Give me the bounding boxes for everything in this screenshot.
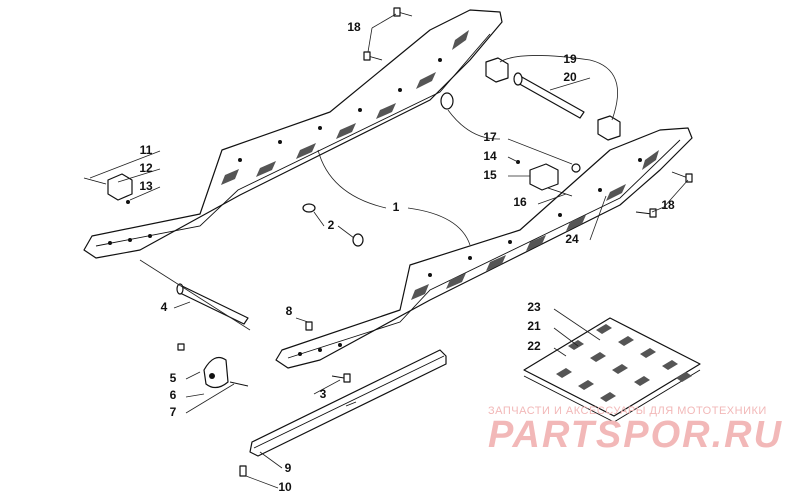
callout-c19: 19: [563, 52, 577, 66]
left-rail: [83, 9, 503, 259]
block-15: [516, 160, 581, 197]
callout-c4: 4: [161, 300, 168, 314]
callout-numbers: 1243567891011121314151617181819202122232…: [139, 20, 675, 494]
bracket-12: [83, 173, 133, 204]
callout-c1: 1: [393, 200, 400, 214]
callout-c24: 24: [565, 232, 579, 246]
callout-c17: 17: [483, 130, 497, 144]
callout-c13: 13: [139, 179, 153, 193]
callout-c11: 11: [140, 143, 153, 157]
washer-2: [302, 203, 364, 247]
callout-c9: 9: [285, 461, 292, 475]
spacer-upper: [440, 92, 454, 110]
callout-c6: 6: [170, 388, 177, 402]
callout-c7: 7: [170, 405, 177, 419]
callout-c21: 21: [527, 319, 541, 333]
bolt-18-upper: [363, 7, 413, 61]
callout-c16: 16: [513, 195, 527, 209]
callout-c22: 22: [527, 339, 541, 353]
callout-c10: 10: [278, 480, 292, 494]
watermark-subtitle: ЗАПЧАСТИ И АКСЕССУАРЫ ДЛЯ МОТОТЕХНИКИ: [488, 405, 767, 417]
callout-c20: 20: [563, 70, 577, 84]
callout-c14: 14: [483, 149, 497, 163]
clip-8: [305, 321, 313, 331]
callout-c23: 23: [527, 300, 541, 314]
callout-c5: 5: [170, 371, 177, 385]
bolt-3: [331, 373, 351, 383]
callout-c8: 8: [286, 304, 293, 318]
callout-c15: 15: [483, 168, 497, 182]
watermark-brand: PARTSPOR.RU: [488, 414, 784, 456]
wear-bar-9: [239, 349, 447, 477]
leader-lines: [89, 13, 689, 489]
callout-c3: 3: [320, 387, 327, 401]
callout-c18b: 18: [661, 198, 675, 212]
right-rail: [275, 127, 693, 369]
callout-c12: 12: [139, 161, 153, 175]
bushing-19: [485, 57, 621, 141]
shaft-20: [513, 72, 585, 119]
bumper-6: [177, 343, 249, 389]
slide-pad-21: [523, 317, 701, 423]
callout-c2: 2: [328, 218, 335, 232]
callout-c18a: 18: [347, 20, 361, 34]
bolt-18-right: [635, 171, 693, 218]
